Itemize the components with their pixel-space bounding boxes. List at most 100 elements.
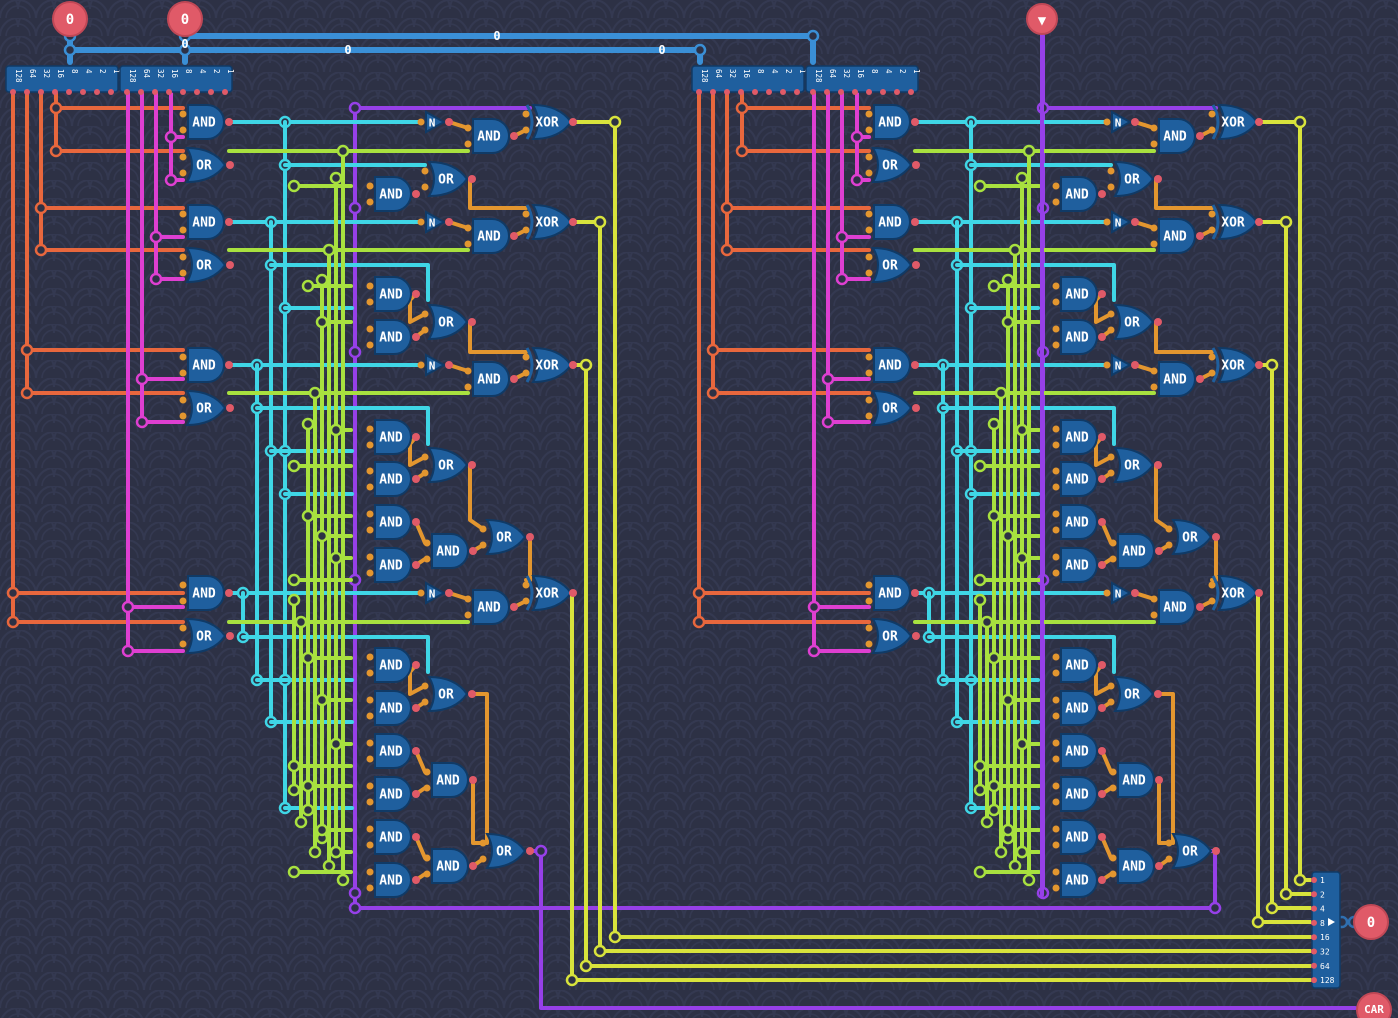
gate-input-pin[interactable] (1052, 569, 1060, 577)
gate-output-pin[interactable] (1131, 218, 1139, 226)
gate-input-pin[interactable] (366, 696, 374, 704)
and-gate[interactable]: AND (1150, 589, 1205, 625)
gate-input-pin[interactable] (865, 153, 873, 161)
and-gate[interactable]: AND (366, 690, 421, 726)
and-gate[interactable]: AND (464, 361, 519, 397)
gate-input-pin[interactable] (1208, 210, 1216, 218)
gate-input-pin[interactable] (1109, 768, 1117, 776)
gate-input-pin[interactable] (1052, 282, 1060, 290)
or-gate[interactable]: OR (1165, 518, 1221, 556)
gate-output-pin[interactable] (912, 404, 920, 412)
and-gate[interactable]: AND (1052, 504, 1107, 540)
or-gate[interactable]: OR (479, 832, 535, 870)
gate-input-pin[interactable] (417, 589, 425, 597)
gate-output-pin[interactable] (1098, 876, 1106, 884)
gate-input-pin[interactable] (865, 640, 873, 648)
gate-input-pin[interactable] (1103, 218, 1111, 226)
gate-input-pin[interactable] (366, 825, 374, 833)
carry-out-pin[interactable]: CAR (1356, 992, 1392, 1018)
gate-input-pin[interactable] (1052, 798, 1060, 806)
and-gate[interactable]: AND (179, 575, 234, 611)
gate-output-pin[interactable] (412, 833, 420, 841)
gate-output-pin[interactable] (1098, 561, 1106, 569)
and-gate[interactable]: AND (366, 176, 421, 212)
splitter-output-pin[interactable] (222, 89, 228, 95)
gate-input-pin[interactable] (464, 595, 472, 603)
gate-input-pin[interactable] (366, 669, 374, 677)
gate-input-pin[interactable] (1052, 425, 1060, 433)
gate-input-pin[interactable] (464, 383, 472, 391)
and-gate[interactable]: AND (366, 547, 421, 583)
gate-output-pin[interactable] (468, 461, 476, 469)
output-splitter-pin[interactable] (1311, 919, 1317, 926)
gate-input-pin[interactable] (1208, 353, 1216, 361)
gate-input-pin[interactable] (1103, 361, 1111, 369)
and-gate[interactable]: AND (1052, 319, 1107, 355)
xor-gate[interactable]: XOR (522, 103, 578, 141)
gate-input-pin[interactable] (479, 525, 487, 533)
gate-input-pin[interactable] (366, 798, 374, 806)
or-gate[interactable]: OR (1107, 675, 1163, 713)
gate-input-pin[interactable] (865, 226, 873, 234)
gate-output-pin[interactable] (1098, 333, 1106, 341)
and-gate[interactable]: AND (1052, 176, 1107, 212)
and-gate[interactable]: AND (423, 533, 478, 569)
gate-input-pin[interactable] (522, 581, 530, 589)
gate-input-pin[interactable] (366, 510, 374, 518)
gate-input-pin[interactable] (865, 253, 873, 261)
gate-input-pin[interactable] (1052, 467, 1060, 475)
or-gate[interactable]: OR (179, 617, 235, 655)
gate-input-pin[interactable] (423, 539, 431, 547)
gate-input-pin[interactable] (479, 855, 487, 863)
gate-input-pin[interactable] (1052, 553, 1060, 561)
or-gate[interactable]: OR (421, 675, 477, 713)
gate-input-pin[interactable] (464, 240, 472, 248)
gate-input-pin[interactable] (1165, 541, 1173, 549)
gate-output-pin[interactable] (468, 690, 476, 698)
gate-output-pin[interactable] (1098, 833, 1106, 841)
splitter-output-pin[interactable] (194, 89, 200, 95)
gate-output-pin[interactable] (412, 333, 420, 341)
gate-output-pin[interactable] (1154, 690, 1162, 698)
gate-input-pin[interactable] (522, 353, 530, 361)
gate-output-pin[interactable] (1098, 518, 1106, 526)
gate-input-pin[interactable] (1109, 784, 1117, 792)
gate-output-pin[interactable] (1098, 704, 1106, 712)
gate-output-pin[interactable] (1196, 132, 1204, 140)
splitter-output-pin[interactable] (38, 89, 44, 95)
gate-output-pin[interactable] (412, 433, 420, 441)
gate-input-pin[interactable] (522, 369, 530, 377)
gate-input-pin[interactable] (366, 884, 374, 892)
gate-input-pin[interactable] (417, 218, 425, 226)
gate-output-pin[interactable] (912, 161, 920, 169)
gate-output-pin[interactable] (412, 518, 420, 526)
gate-input-pin[interactable] (179, 396, 187, 404)
gate-input-pin[interactable] (179, 110, 187, 118)
gate-input-pin[interactable] (421, 326, 429, 334)
xor-gate[interactable]: XOR (522, 574, 578, 612)
gate-output-pin[interactable] (911, 218, 919, 226)
gate-input-pin[interactable] (366, 553, 374, 561)
gate-input-pin[interactable] (865, 269, 873, 277)
gate-output-pin[interactable] (225, 218, 233, 226)
gate-input-pin[interactable] (179, 353, 187, 361)
gate-input-pin[interactable] (464, 124, 472, 132)
and-gate[interactable]: AND (1052, 819, 1107, 855)
not-gate[interactable]: N (417, 210, 454, 234)
and-gate[interactable]: AND (1052, 647, 1107, 683)
gate-input-pin[interactable] (1052, 198, 1060, 206)
gate-output-pin[interactable] (1155, 862, 1163, 870)
splitter-output-pin[interactable] (710, 89, 716, 95)
gate-input-pin[interactable] (366, 425, 374, 433)
not-gate[interactable]: N (417, 353, 454, 377)
splitter-output-pin[interactable] (80, 89, 86, 95)
gate-input-pin[interactable] (865, 581, 873, 589)
and-gate[interactable]: AND (1109, 533, 1164, 569)
or-gate[interactable]: OR (479, 518, 535, 556)
gate-output-pin[interactable] (1098, 433, 1106, 441)
